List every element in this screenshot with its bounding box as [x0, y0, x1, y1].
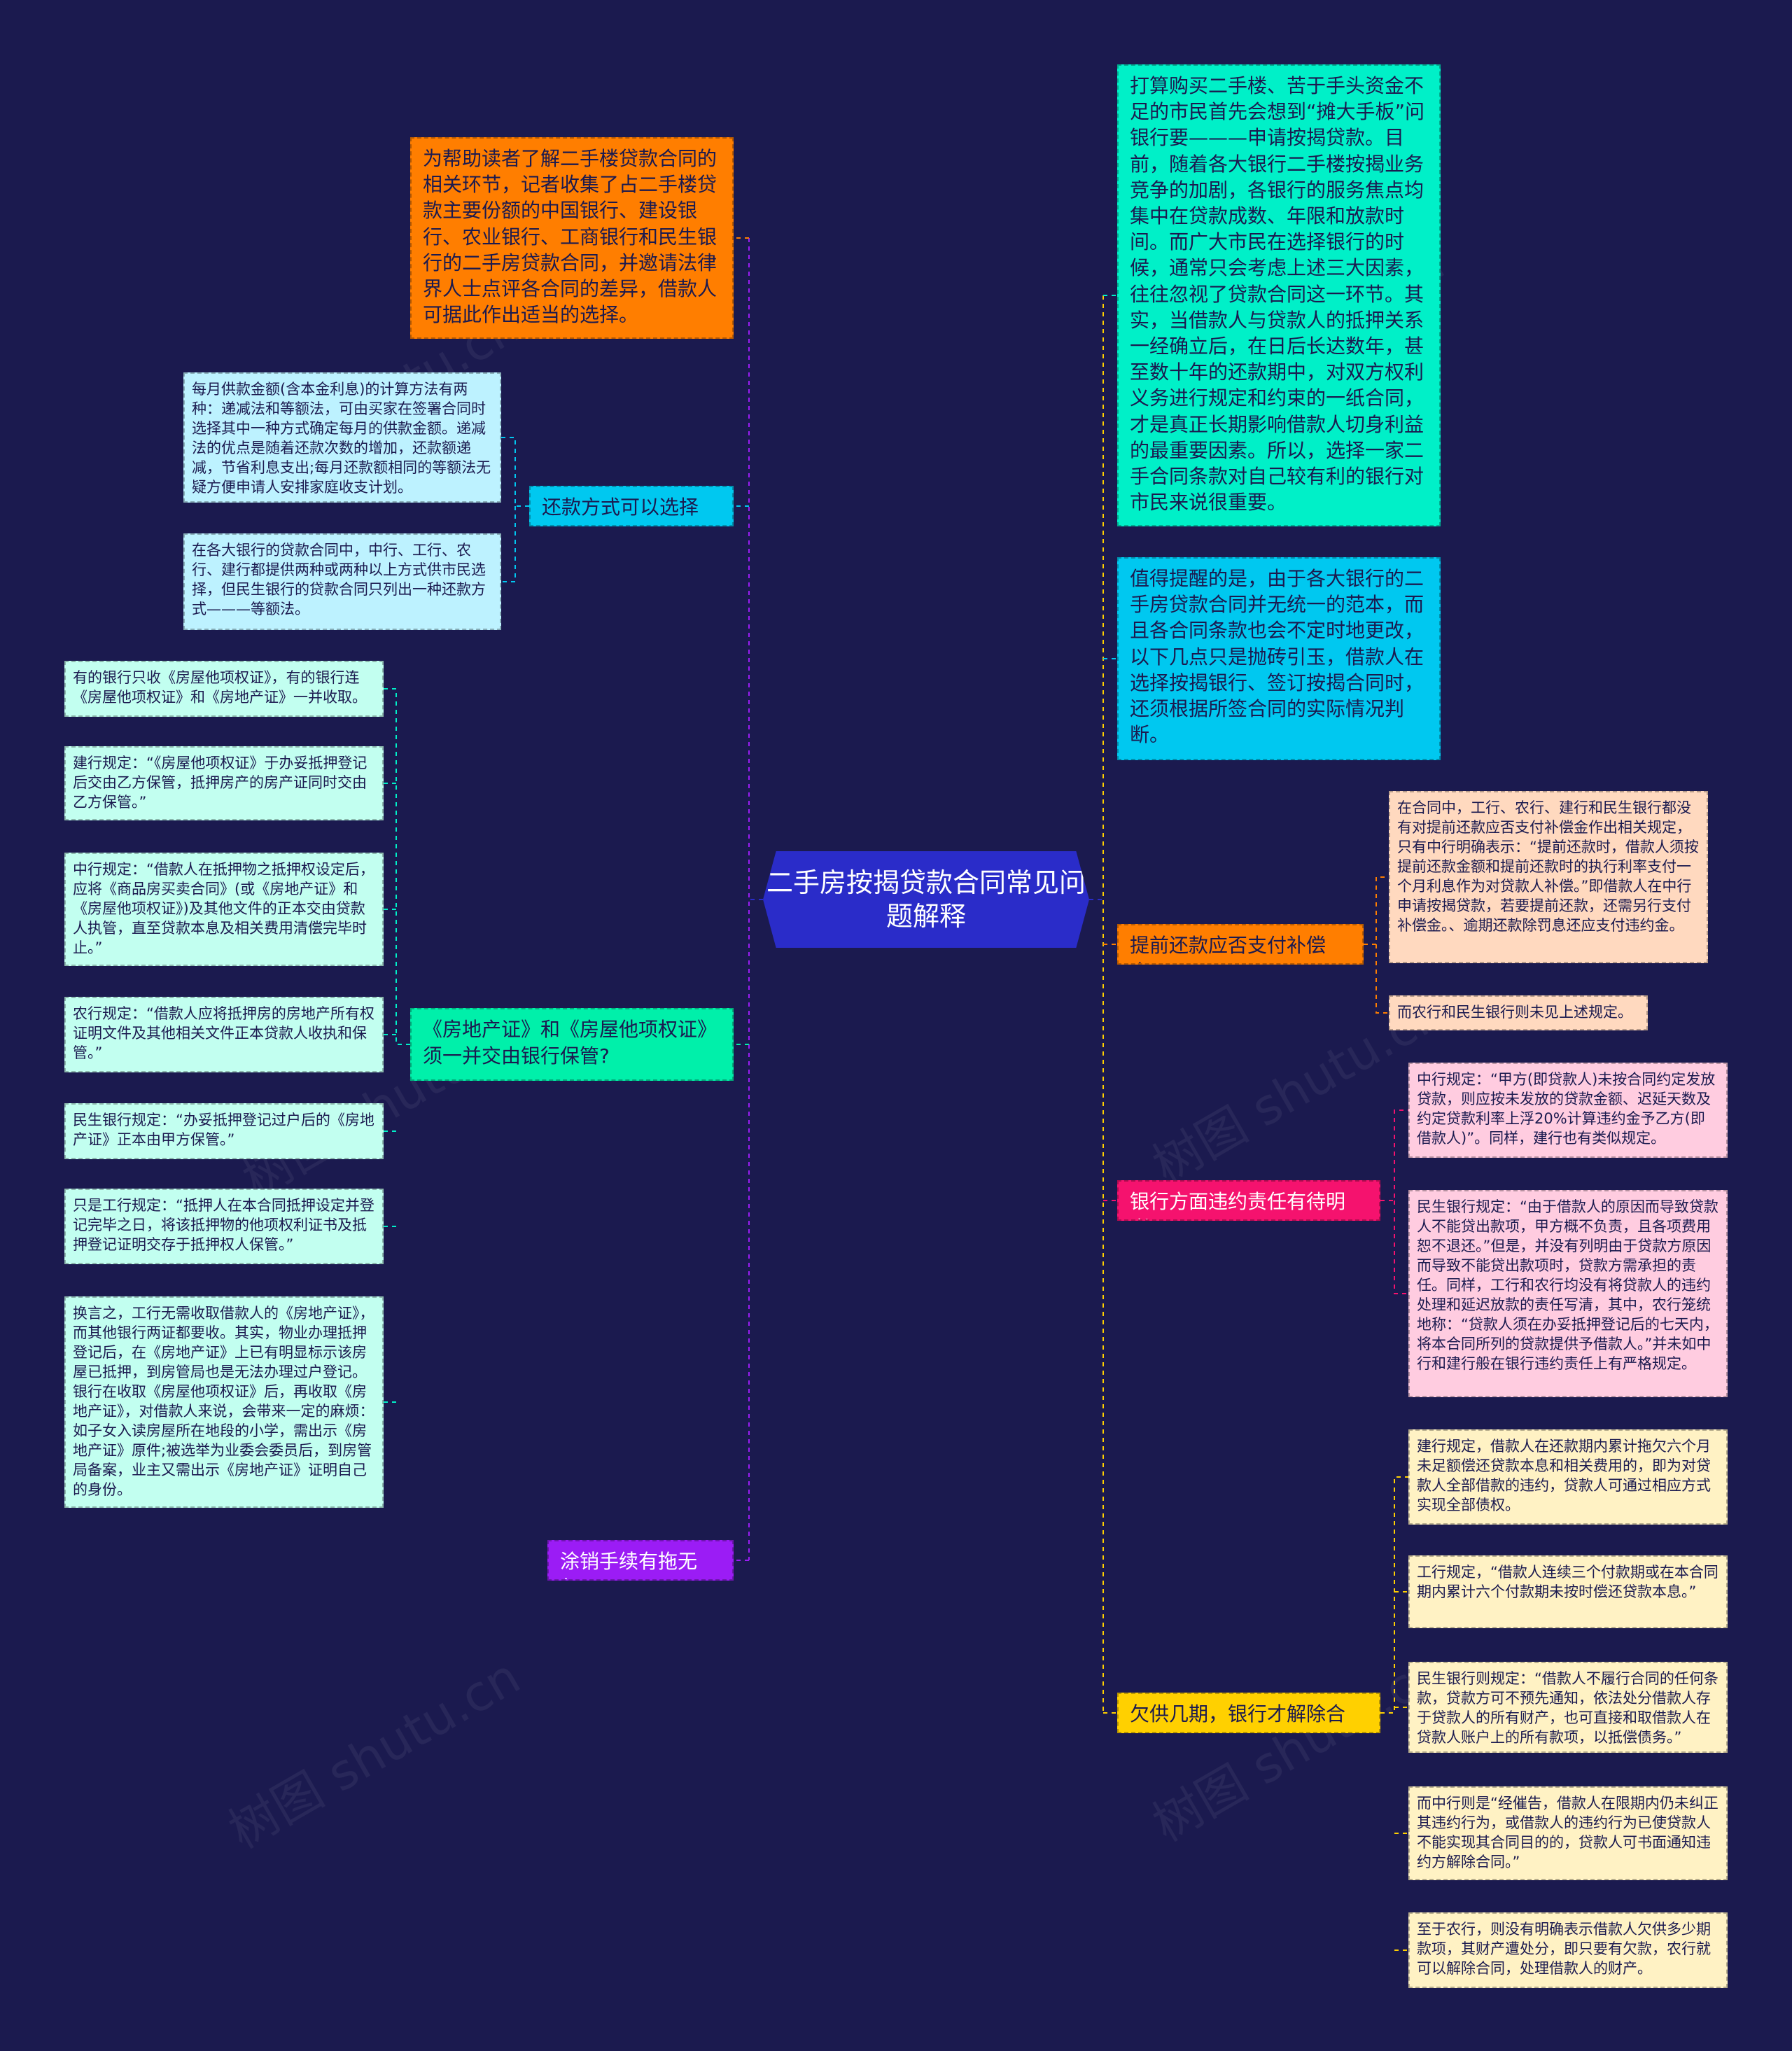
breach-leaf-1[interactable]: 中行规定：“甲方(即贷款人)未按合同约定发放贷款，则应按未发放的贷款金额、迟延天… — [1408, 1063, 1728, 1158]
prepay-leaf-2[interactable]: 而农行和民生银行则未见上述规定。 — [1389, 995, 1648, 1030]
certs-leaf-4[interactable]: 农行规定：“借款人应将抵押房的房地产所有权证明文件及其他相关文件正本贷款人收执和… — [64, 997, 384, 1072]
terminate-leaf-2[interactable]: 工行规定，“借款人连续三个付款期或在本合同期内累计六个付款期未按时偿还贷款本息。… — [1408, 1555, 1728, 1628]
terminate-leaf-4[interactable]: 而中行则是“经催告，借款人在限期内仍未纠正其违约行为，或借款人的违约行为已使贷款… — [1408, 1786, 1728, 1880]
topic-bank-breach[interactable]: 银行方面违约责任有待明晰? — [1117, 1180, 1380, 1221]
certs-leaf-6[interactable]: 只是工行规定：“抵押人在本合同抵押设定并登记完毕之日，将该抵押物的他项权利证书及… — [64, 1189, 384, 1264]
prepay-leaf-1[interactable]: 在合同中，工行、农行、建行和民生银行都没有对提前还款应否支付补偿金作出相关规定，… — [1389, 791, 1708, 963]
topic-repay-method[interactable]: 还款方式可以选择吗? — [529, 486, 734, 526]
para-2[interactable]: 值得提醒的是，由于各大银行的二手房贷款合同并无统一的范本，而且各合同条款也会不定… — [1117, 557, 1441, 760]
connector-repay-leaves — [501, 437, 529, 582]
repay-leaf-1[interactable]: 每月供款金额(含本金利息)的计算方法有两种：递减法和等额法，可由买家在签署合同时… — [183, 372, 501, 503]
topic-cancel-procedure[interactable]: 涂销手续有拖无欠? — [547, 1540, 734, 1581]
certs-leaf-7[interactable]: 换言之，工行无需收取借款人的《房地产证》，而其他银行两证都要收。其实，物业办理抵… — [64, 1296, 384, 1508]
repay-leaf-2[interactable]: 在各大银行的贷款合同中，中行、工行、农行、建行都提供两种或两种以上方式供市民选择… — [183, 533, 501, 630]
certs-leaf-2[interactable]: 建行规定：“《房屋他项权证》于办妥抵押登记后交由乙方保管，抵押房产的房产证同时交… — [64, 746, 384, 820]
certs-leaf-3[interactable]: 中行规定：“借款人在抵押物之抵押权设定后，应将《商品房买卖合同》(或《房地产证》… — [64, 853, 384, 966]
terminate-leaf-3[interactable]: 民生银行则规定：“借款人不履行合同的任何条款，贷款方可不预先通知，依法处分借款人… — [1408, 1662, 1728, 1753]
root-topic[interactable]: 二手房按揭贷款合同常见问题解释 — [763, 851, 1089, 948]
intro-note[interactable]: 为帮助读者了解二手楼贷款合同的相关环节，记者收集了占二手楼贷款主要份额的中国银行… — [410, 137, 734, 339]
para-1[interactable]: 打算购买二手楼、苦于手头资金不足的市民首先会想到“摊大手板”问银行要———申请按… — [1117, 64, 1441, 526]
terminate-leaf-5[interactable]: 至于农行，则没有明确表示借款人欠供多少期款项，其财产遭处分，即只要有欠款，农行就… — [1408, 1912, 1728, 1988]
certs-leaf-5[interactable]: 民生银行规定：“办妥抵押登记过户后的《房地产证》正本由甲方保管。” — [64, 1103, 384, 1159]
connector-certs-leaves — [384, 688, 410, 1403]
topic-prepayment[interactable]: 提前还款应否支付补偿金? — [1117, 924, 1364, 965]
breach-leaf-2[interactable]: 民生银行规定：“由于借款人的原因而导致贷款人不能贷出款项，甲方概不负责，且各项费… — [1408, 1190, 1728, 1397]
connector-terminate-leaves — [1380, 1476, 1408, 1951]
certs-leaf-1[interactable]: 有的银行只收《房屋他项权证》，有的银行连《房屋他项权证》和《房地产证》一并收取。 — [64, 661, 384, 717]
connector-breach-leaves — [1380, 1110, 1408, 1294]
connector-prepay-leaves — [1364, 876, 1389, 1014]
terminate-leaf-1[interactable]: 建行规定，借款人在还款期内累计拖欠六个月未足额偿还贷款本息和相关费用的，即为对贷… — [1408, 1429, 1728, 1525]
topic-terminate-contract[interactable]: 欠供几期，银行才解除合同? — [1117, 1693, 1380, 1733]
topic-certificates[interactable]: 《房地产证》和《房屋他项权证》须一并交由银行保管? — [410, 1008, 734, 1081]
